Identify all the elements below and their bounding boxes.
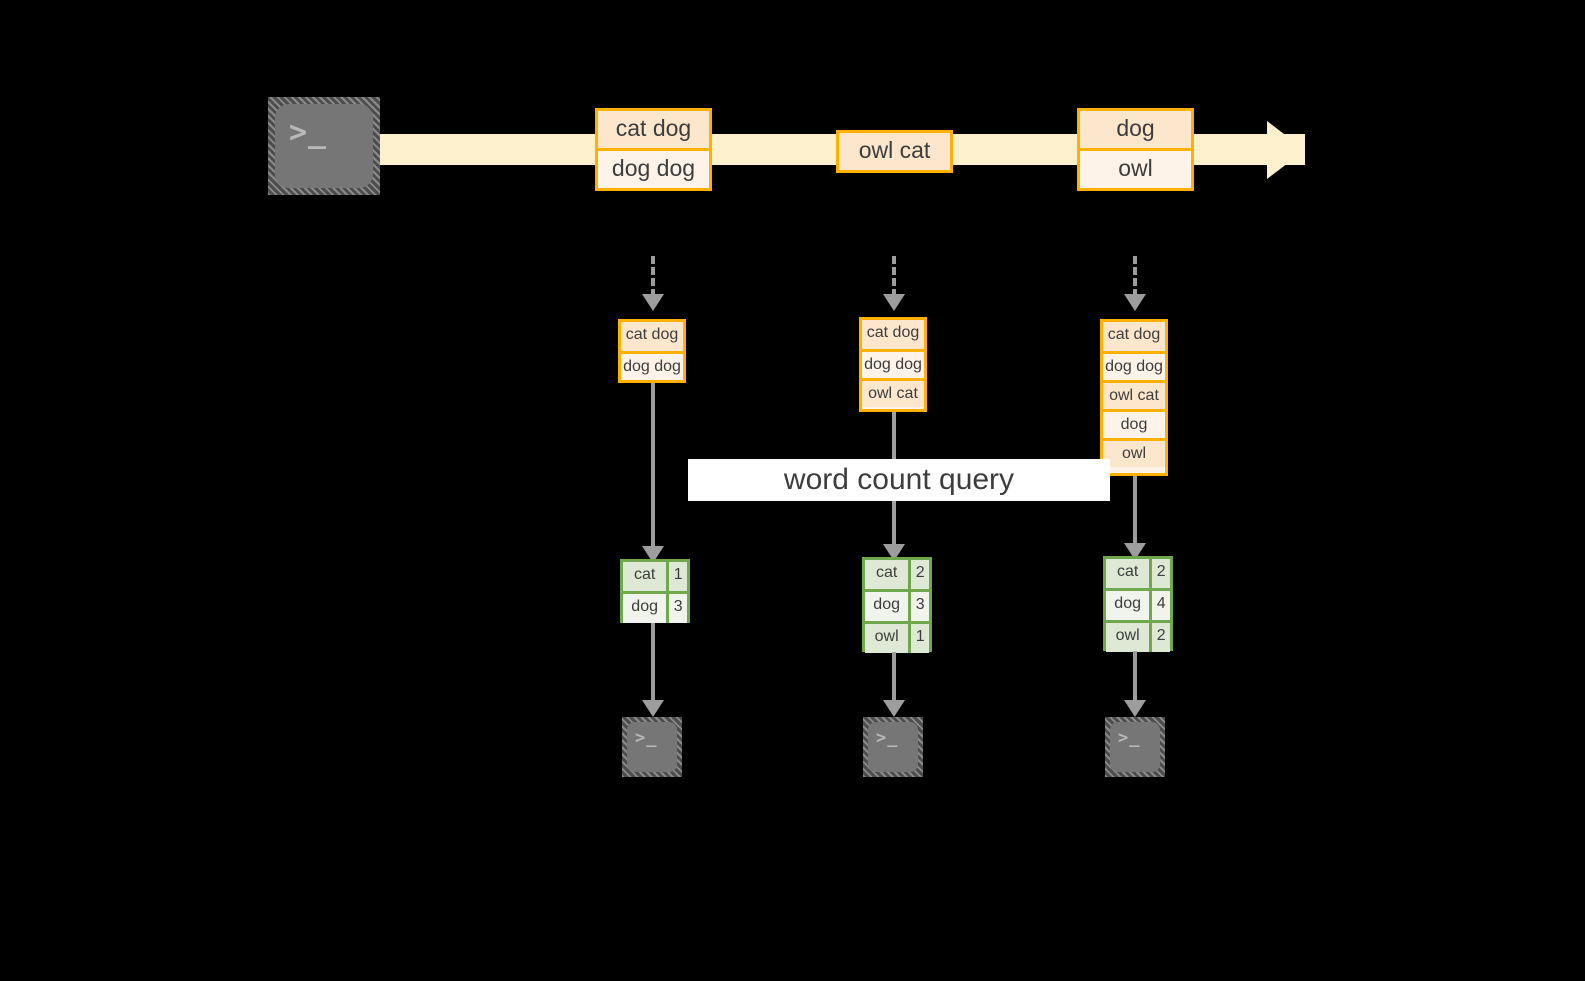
result-count: 2 bbox=[1149, 559, 1170, 588]
buffer-to-result-connector-3 bbox=[1133, 476, 1137, 546]
buffer-line: dog dog bbox=[621, 351, 683, 380]
result-count: 2 bbox=[908, 560, 929, 589]
result-count: 1 bbox=[666, 562, 687, 591]
arrowhead-icon bbox=[1124, 543, 1146, 560]
query-label: word count query bbox=[688, 459, 1110, 501]
result-word: dog bbox=[865, 592, 909, 621]
stream-record-line: dog dog bbox=[598, 148, 709, 185]
result-count: 4 bbox=[1149, 591, 1170, 620]
buffer-line: owl cat bbox=[862, 378, 924, 407]
terminal-screen: >_ bbox=[1110, 722, 1160, 772]
result-word: dog bbox=[623, 594, 667, 623]
buffer-line: owl bbox=[1103, 438, 1165, 467]
arrowhead-icon bbox=[642, 700, 664, 717]
buffer-line: cat dog bbox=[862, 320, 924, 349]
result-row: cat 2 bbox=[1106, 559, 1170, 588]
result-to-sink-connector-1 bbox=[651, 623, 655, 704]
stream-record-line: owl cat bbox=[839, 133, 950, 170]
result-count: 3 bbox=[666, 594, 687, 623]
sink-terminal-icon-1[interactable]: >_ bbox=[622, 717, 682, 777]
result-word: dog bbox=[1106, 591, 1150, 620]
result-to-sink-connector-3 bbox=[1133, 651, 1137, 704]
terminal-prompt: >_ bbox=[876, 728, 899, 748]
buffer-line: owl cat bbox=[1103, 380, 1165, 409]
arrowhead-icon bbox=[642, 294, 664, 311]
arrowhead-icon bbox=[883, 544, 905, 561]
result-row: dog 4 bbox=[1106, 588, 1170, 620]
buffer-line: dog dog bbox=[862, 349, 924, 378]
stream-record-line: owl bbox=[1080, 148, 1191, 185]
result-row: dog 3 bbox=[623, 591, 687, 623]
buffer-to-result-connector-1 bbox=[651, 383, 655, 549]
result-count: 1 bbox=[908, 624, 929, 653]
buffer-snapshot-3: cat dog dog dog owl cat dog owl bbox=[1100, 319, 1168, 476]
result-row: cat 1 bbox=[623, 562, 687, 591]
terminal-prompt: >_ bbox=[1118, 728, 1141, 748]
arrowhead-icon bbox=[1124, 700, 1146, 717]
stream-record-2: owl cat bbox=[836, 130, 953, 173]
stream-arrowhead bbox=[1267, 121, 1305, 179]
stream-record-3: dog owl bbox=[1077, 108, 1194, 191]
stream-record-line: dog bbox=[1080, 111, 1191, 148]
terminal-screen: >_ bbox=[275, 104, 373, 188]
result-word: cat bbox=[1106, 559, 1150, 588]
buffer-line: cat dog bbox=[621, 322, 683, 351]
result-row: dog 3 bbox=[865, 589, 929, 621]
result-word: owl bbox=[1106, 623, 1150, 652]
result-row: cat 2 bbox=[865, 560, 929, 589]
result-row: owl 2 bbox=[1106, 620, 1170, 652]
terminal-screen: >_ bbox=[627, 722, 677, 772]
buffer-snapshot-1: cat dog dog dog bbox=[618, 319, 686, 383]
buffer-line: dog bbox=[1103, 409, 1165, 438]
buffer-line: dog dog bbox=[1103, 351, 1165, 380]
sink-terminal-icon-2[interactable]: >_ bbox=[863, 717, 923, 777]
buffer-line: cat dog bbox=[1103, 322, 1165, 351]
stream-record-1: cat dog dog dog bbox=[595, 108, 712, 191]
result-to-sink-connector-2 bbox=[892, 652, 896, 704]
sink-terminal-icon-3[interactable]: >_ bbox=[1105, 717, 1165, 777]
result-word: cat bbox=[865, 560, 909, 589]
arrowhead-icon bbox=[642, 546, 664, 563]
result-table-1: cat 1 dog 3 bbox=[620, 559, 690, 623]
stream-to-buffer-connector-1 bbox=[651, 256, 655, 297]
terminal-prompt: >_ bbox=[635, 728, 658, 748]
buffer-snapshot-2: cat dog dog dog owl cat bbox=[859, 317, 927, 412]
stream-to-buffer-connector-2 bbox=[892, 256, 896, 297]
arrowhead-icon bbox=[1124, 294, 1146, 311]
arrowhead-icon bbox=[883, 294, 905, 311]
result-count: 2 bbox=[1149, 623, 1170, 652]
result-table-2: cat 2 dog 3 owl 1 bbox=[862, 557, 932, 653]
result-row: owl 1 bbox=[865, 621, 929, 653]
terminal-screen: >_ bbox=[868, 722, 918, 772]
result-word: cat bbox=[623, 562, 667, 591]
stream-to-buffer-connector-3 bbox=[1133, 256, 1137, 297]
result-word: owl bbox=[865, 624, 909, 653]
stream-record-line: cat dog bbox=[598, 111, 709, 148]
query-label-text: word count query bbox=[783, 463, 1015, 496]
result-count: 3 bbox=[908, 592, 929, 621]
arrowhead-icon bbox=[883, 700, 905, 717]
result-table-3: cat 2 dog 4 owl 2 bbox=[1103, 556, 1173, 652]
source-terminal-icon[interactable]: >_ bbox=[268, 97, 380, 195]
terminal-prompt: >_ bbox=[289, 115, 328, 150]
